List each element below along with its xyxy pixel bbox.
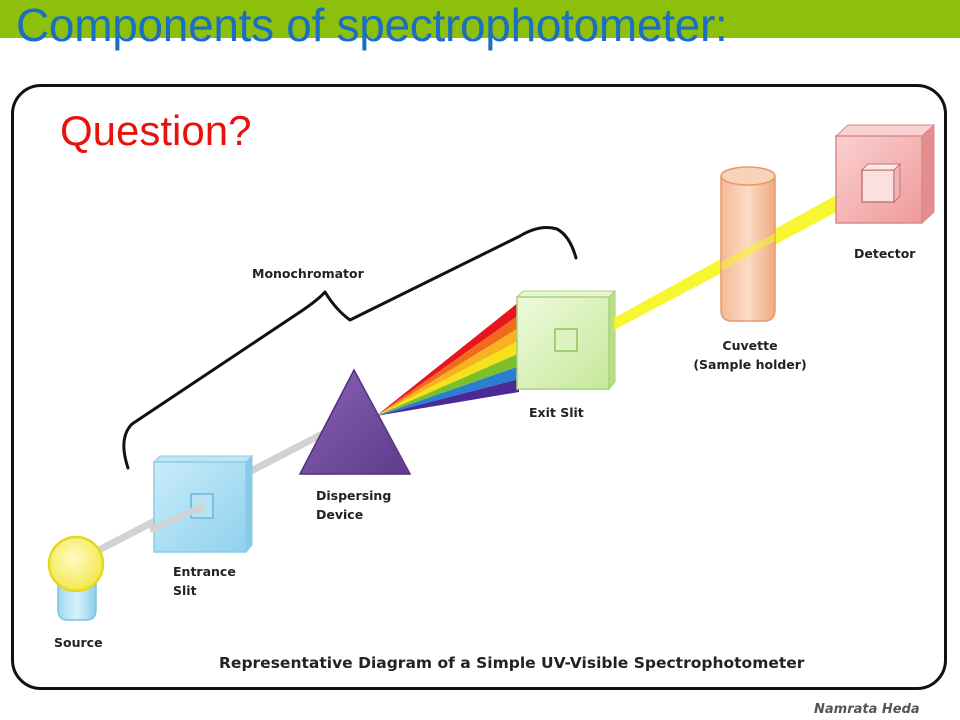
label-detector: Detector (854, 246, 916, 261)
author-credit: Namrata Heda (814, 702, 920, 717)
entrance-beam-segment (148, 503, 206, 533)
yellow-beam-overlap (721, 233, 775, 271)
label-source: Source (54, 635, 103, 650)
accent-bar (0, 0, 960, 38)
label-exit-slit: Exit Slit (529, 405, 584, 420)
diagram-frame (11, 84, 947, 690)
detector-box (834, 123, 936, 225)
dispersing-prism (298, 368, 412, 475)
spectrum-ray (376, 366, 519, 416)
label-dispersing-line2: Device (316, 507, 363, 522)
exit-slit-box (515, 289, 617, 391)
label-dispersing-line1: Dispersing (316, 488, 391, 503)
question-text: Question? (60, 107, 252, 154)
spectrum-ray (376, 302, 519, 416)
monochromator-brace (122, 226, 578, 470)
spectrum-ray (376, 353, 519, 416)
label-cuvette-line2: (Sample holder) (693, 357, 806, 372)
slide-title: Components of spectrophotometer: (16, 0, 728, 51)
diagram-caption: Representative Diagram of a Simple UV-Vi… (219, 654, 805, 672)
spectrum-ray (376, 327, 519, 416)
label-entrance-line2: Slit (173, 583, 197, 598)
label-entrance-line1: Entrance (173, 564, 236, 579)
spectrum-ray (376, 379, 519, 416)
source-lamp (47, 535, 105, 621)
label-cuvette-line1: Cuvette (722, 338, 777, 353)
label-monochromator: Monochromator (252, 266, 365, 281)
spectrum-ray (376, 314, 519, 416)
spectrum-rays (376, 302, 519, 416)
spectrum-ray (376, 340, 519, 416)
